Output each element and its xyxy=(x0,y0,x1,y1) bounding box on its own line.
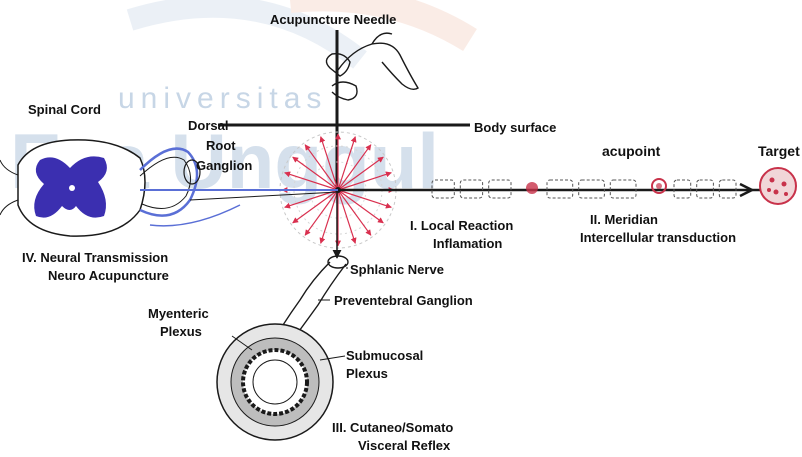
label-inflamation: Inflamation xyxy=(433,236,502,252)
radial-ray xyxy=(305,145,338,190)
radial-ray xyxy=(338,157,383,190)
label-preventebral-ganglion: Preventebral Ganglion xyxy=(334,293,473,309)
label-submucosal-plexus: Plexus xyxy=(346,366,388,382)
label-myenteric: Myenteric xyxy=(148,306,209,322)
radial-ray xyxy=(338,190,391,207)
meridian-chain xyxy=(338,179,778,198)
label-myenteric-plexus: Plexus xyxy=(160,324,202,340)
label-body-surface: Body surface xyxy=(474,120,556,136)
radial-ray xyxy=(338,190,383,223)
label-submucosal: Submucosal xyxy=(346,348,423,364)
label-visceral-reflex: Visceral Reflex xyxy=(358,438,450,454)
radial-ray xyxy=(338,190,371,235)
label-neuro-acupuncture: Neuro Acupuncture xyxy=(48,268,169,284)
radial-ray xyxy=(338,137,355,190)
label-sphlanic-nerve: Sphlanic Nerve xyxy=(350,262,444,278)
radial-ray xyxy=(285,173,338,190)
radial-ray xyxy=(338,190,355,243)
label-target: Target xyxy=(758,143,800,159)
label-acupuncture-needle: Acupuncture Needle xyxy=(270,12,396,28)
label-ganglion: Ganglion xyxy=(196,158,252,174)
label-root: Root xyxy=(206,138,236,154)
label-cutaneo-somato: III. Cutaneo/Somato xyxy=(332,420,453,436)
radial-ray xyxy=(293,157,338,190)
label-intercellular-transduction: Intercellular transduction xyxy=(580,230,736,246)
label-meridian: II. Meridian xyxy=(590,212,658,228)
label-neural-transmission: IV. Neural Transmission xyxy=(22,250,168,266)
target-organ xyxy=(760,168,796,204)
label-dorsal: Dorsal xyxy=(188,118,228,134)
radial-ray xyxy=(338,145,371,190)
label-spinal-cord: Spinal Cord xyxy=(28,102,101,118)
watermark-logo-arcs xyxy=(130,0,470,60)
radial-ray xyxy=(305,190,338,235)
label-acupoint: acupoint xyxy=(602,143,660,159)
radial-ray xyxy=(321,190,338,243)
spinal-cord-section xyxy=(0,140,338,236)
radial-ray xyxy=(321,137,338,190)
radial-ray xyxy=(338,173,391,190)
intestine-cross-section xyxy=(217,324,333,440)
radial-ray xyxy=(293,190,338,223)
label-local-reaction: I. Local Reaction xyxy=(410,218,513,234)
